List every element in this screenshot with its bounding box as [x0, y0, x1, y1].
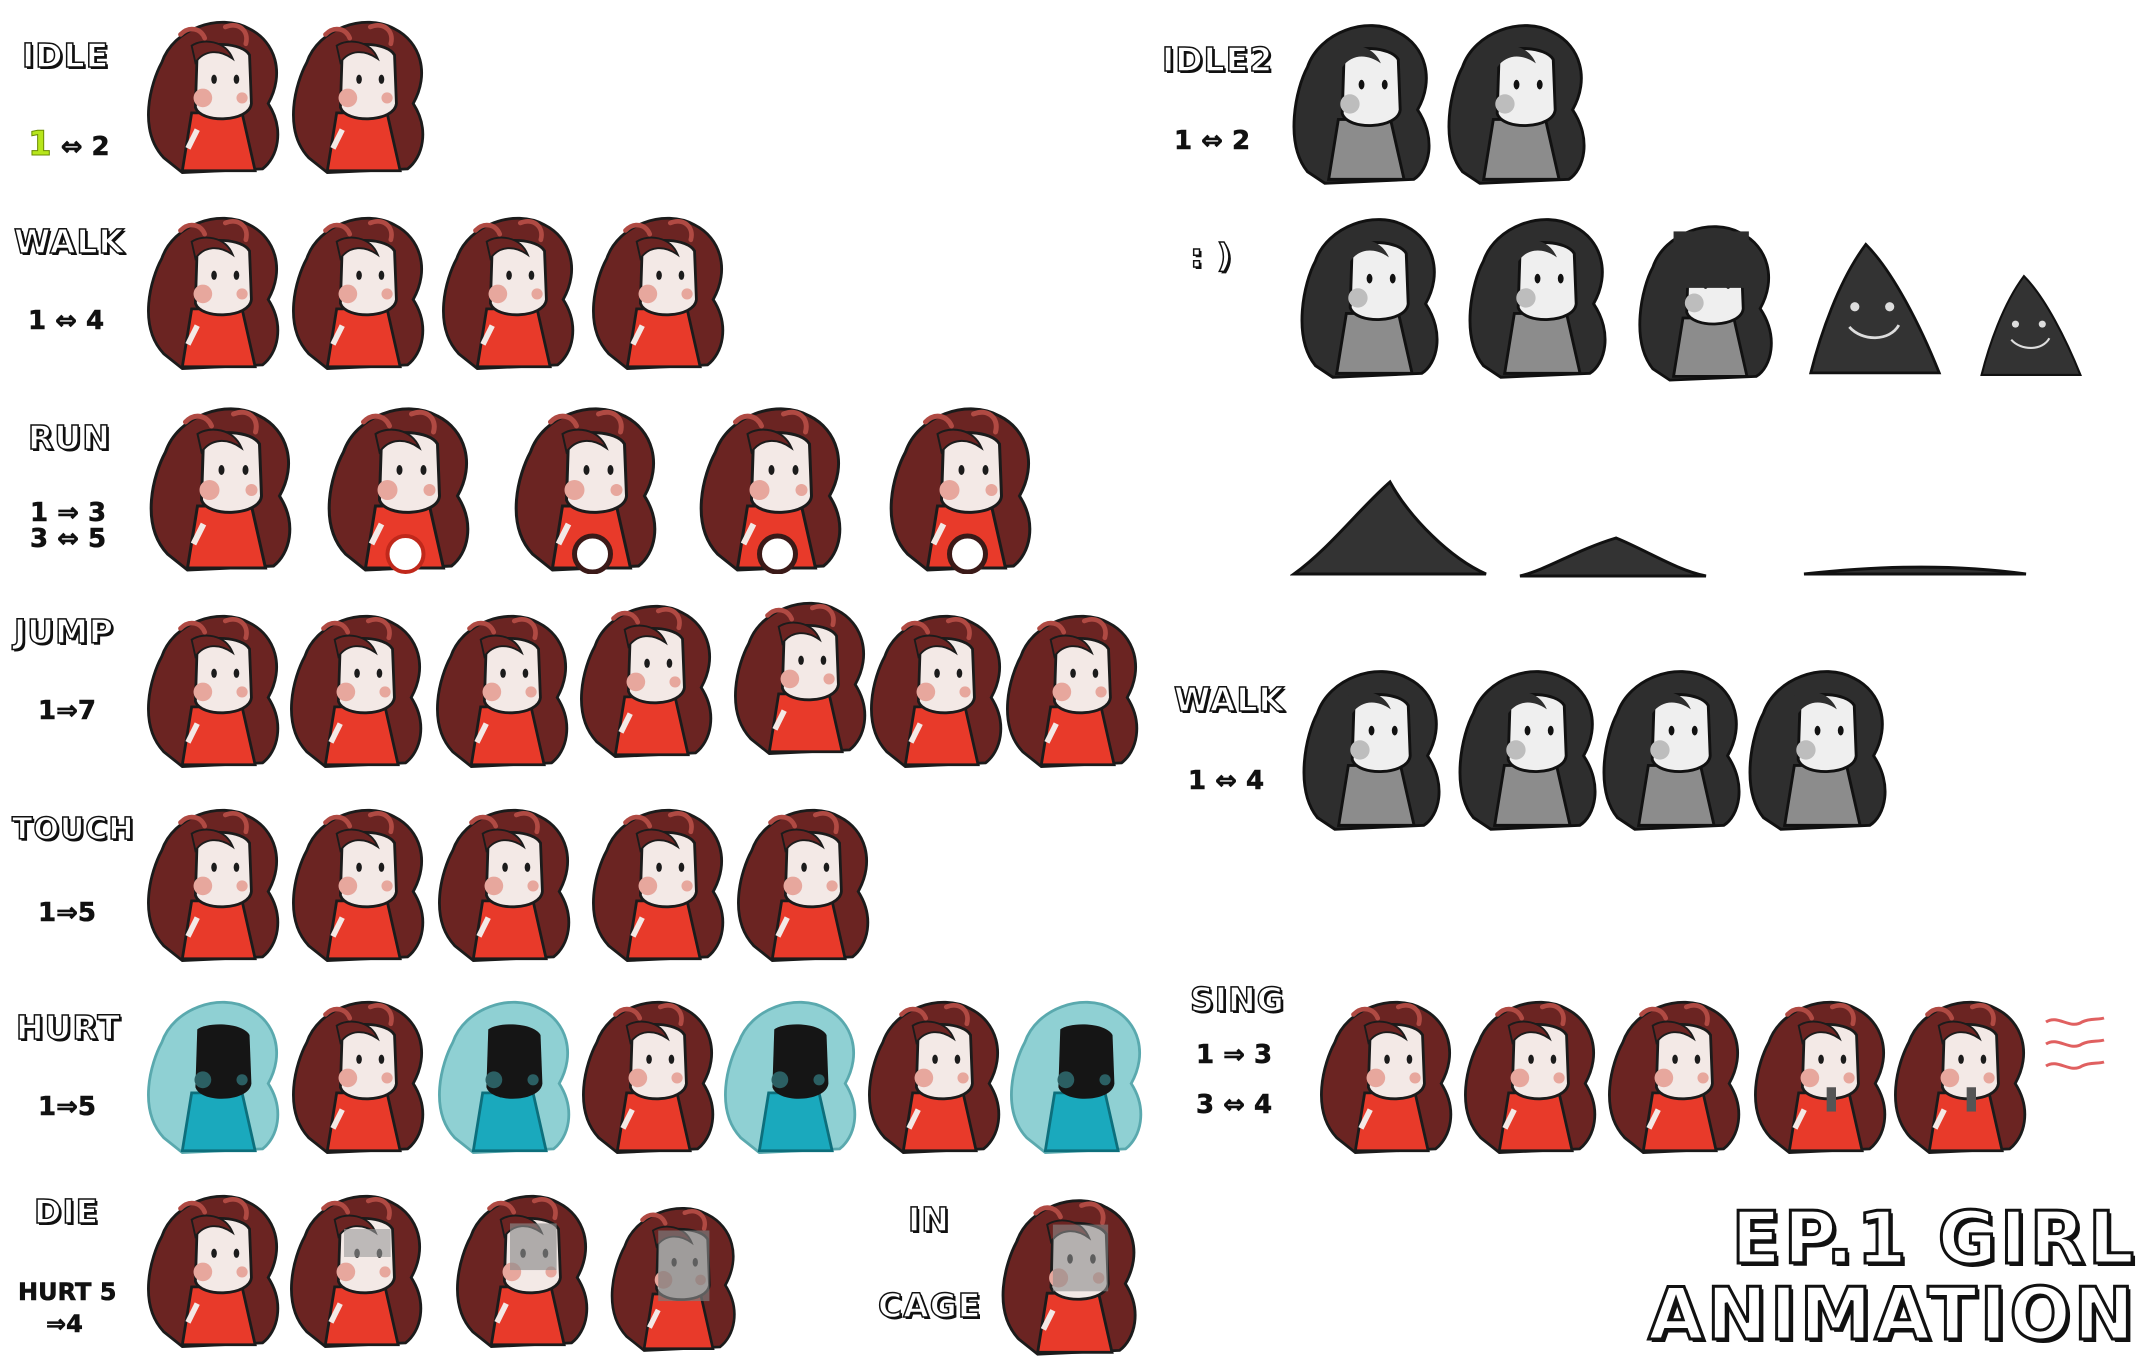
touch-frames: 1⇒5 — [38, 898, 97, 929]
smile-frame-7 — [1519, 536, 1707, 578]
hurt-frame-4 — [580, 992, 720, 1162]
smile-frame-8 — [1803, 565, 2027, 576]
hurt-frame-ghost-1 — [147, 1000, 280, 1154]
die-frame-4 — [600, 1204, 750, 1354]
idle-frame-1 — [145, 12, 285, 182]
run-frame-3 — [505, 404, 670, 574]
sing-frame-5 — [1892, 992, 2032, 1162]
hurt-frame-6 — [866, 992, 1006, 1162]
idle2-frame-2 — [1447, 24, 1586, 185]
smile-frame-6 — [1290, 479, 1487, 576]
sing-frame-4 — [1752, 992, 1892, 1162]
walk-label: WALK — [13, 221, 126, 262]
smile-frame-5 — [1980, 275, 2082, 376]
title-line-2: ANIMATION — [1647, 1272, 2137, 1356]
hurt-label: HURT — [15, 1007, 121, 1048]
in-cage-sprite — [996, 1196, 1146, 1358]
touch-label: TOUCH — [11, 811, 135, 848]
walk2-label: WALK — [1173, 679, 1286, 720]
touch-frame-1 — [145, 800, 285, 970]
hurt-frame-ghost-7 — [1010, 1000, 1143, 1154]
walk-frame-1 — [145, 208, 285, 378]
sing-frames-1: 1 ⇒ 3 — [1196, 1040, 1273, 1071]
idle-frame-highlight: 1 — [28, 124, 53, 165]
hurt-frames: 1⇒5 — [38, 1092, 97, 1123]
jump-frame-1 — [145, 606, 285, 776]
idle2-label: IDLE2 — [1161, 39, 1274, 80]
die-label: DIE — [33, 1191, 100, 1232]
touch-frame-3 — [436, 800, 576, 970]
run-label: RUN — [27, 417, 111, 458]
sheet-title: EP.1 GIRL ANIMATION — [1647, 1196, 2137, 1356]
idle2-frame-1 — [1292, 24, 1431, 185]
idle-frames: 1 ⇔ 2 — [28, 124, 110, 165]
smile-frame-1 — [1300, 218, 1439, 379]
cage-label: CAGE — [877, 1285, 982, 1326]
in-label: IN — [907, 1199, 950, 1240]
run-frame-2 — [318, 404, 483, 574]
hurt-frame-2 — [290, 992, 430, 1162]
walk2-frame-4 — [1748, 670, 1887, 831]
idle2-frames: 1 ⇔ 2 — [1174, 126, 1251, 157]
title-line-1: EP.1 GIRL — [1730, 1196, 2137, 1280]
smile-label: : ) — [1189, 235, 1233, 276]
idle-label: IDLE — [21, 35, 110, 76]
walk-frame-3 — [440, 208, 580, 378]
jump-frame-3 — [434, 606, 574, 776]
jump-frames: 1⇒7 — [38, 696, 97, 727]
smile-frame-3 — [1638, 225, 1773, 382]
smile-frame-2 — [1468, 218, 1607, 379]
walk2-frames: 1 ⇔ 4 — [1188, 766, 1265, 797]
touch-frame-5 — [735, 800, 875, 970]
walk-frame-4 — [590, 208, 730, 378]
sing-frames-2: 3 ⇔ 4 — [1196, 1090, 1273, 1121]
idle-frame-range: ⇔ 2 — [51, 132, 110, 163]
sing-frame-1 — [1318, 992, 1458, 1162]
jump-frame-4 — [578, 596, 718, 766]
walk2-frame-3 — [1602, 670, 1741, 831]
jump-frame-5 — [732, 590, 872, 766]
sing-frame-2 — [1462, 992, 1602, 1162]
walk-frame-2 — [290, 208, 430, 378]
walk2-frame-1 — [1302, 670, 1441, 831]
sound-waves-icon — [2045, 1016, 2105, 1070]
jump-frame-6 — [868, 606, 1008, 776]
touch-frame-4 — [590, 800, 730, 970]
jump-frame-7 — [1004, 606, 1144, 776]
idle-frame-2 — [290, 12, 430, 182]
touch-frame-2 — [290, 800, 430, 970]
run-frame-4 — [690, 404, 855, 574]
jump-label: JUMP — [13, 611, 115, 652]
die-frames-1: HURT 5 — [18, 1278, 117, 1307]
sing-frame-3 — [1606, 992, 1746, 1162]
walk2-frame-2 — [1458, 670, 1597, 831]
run-frames-1: 1 ⇒ 3 — [30, 498, 107, 529]
die-frame-2 — [288, 1186, 428, 1356]
smile-frame-4 — [1809, 242, 1941, 375]
sing-label: SING — [1189, 979, 1285, 1020]
walk-frames: 1 ⇔ 4 — [28, 306, 105, 337]
run-frames-2: 3 ⇔ 5 — [30, 524, 107, 555]
die-frames-2: ⇒4 — [46, 1310, 83, 1339]
run-frame-1 — [140, 404, 305, 574]
hurt-frame-ghost-3 — [438, 1000, 571, 1154]
die-frame-3 — [454, 1186, 594, 1356]
run-frame-5 — [880, 404, 1045, 574]
jump-frame-2 — [288, 606, 428, 776]
die-frame-1 — [145, 1186, 285, 1356]
hurt-frame-ghost-5 — [724, 1000, 857, 1154]
